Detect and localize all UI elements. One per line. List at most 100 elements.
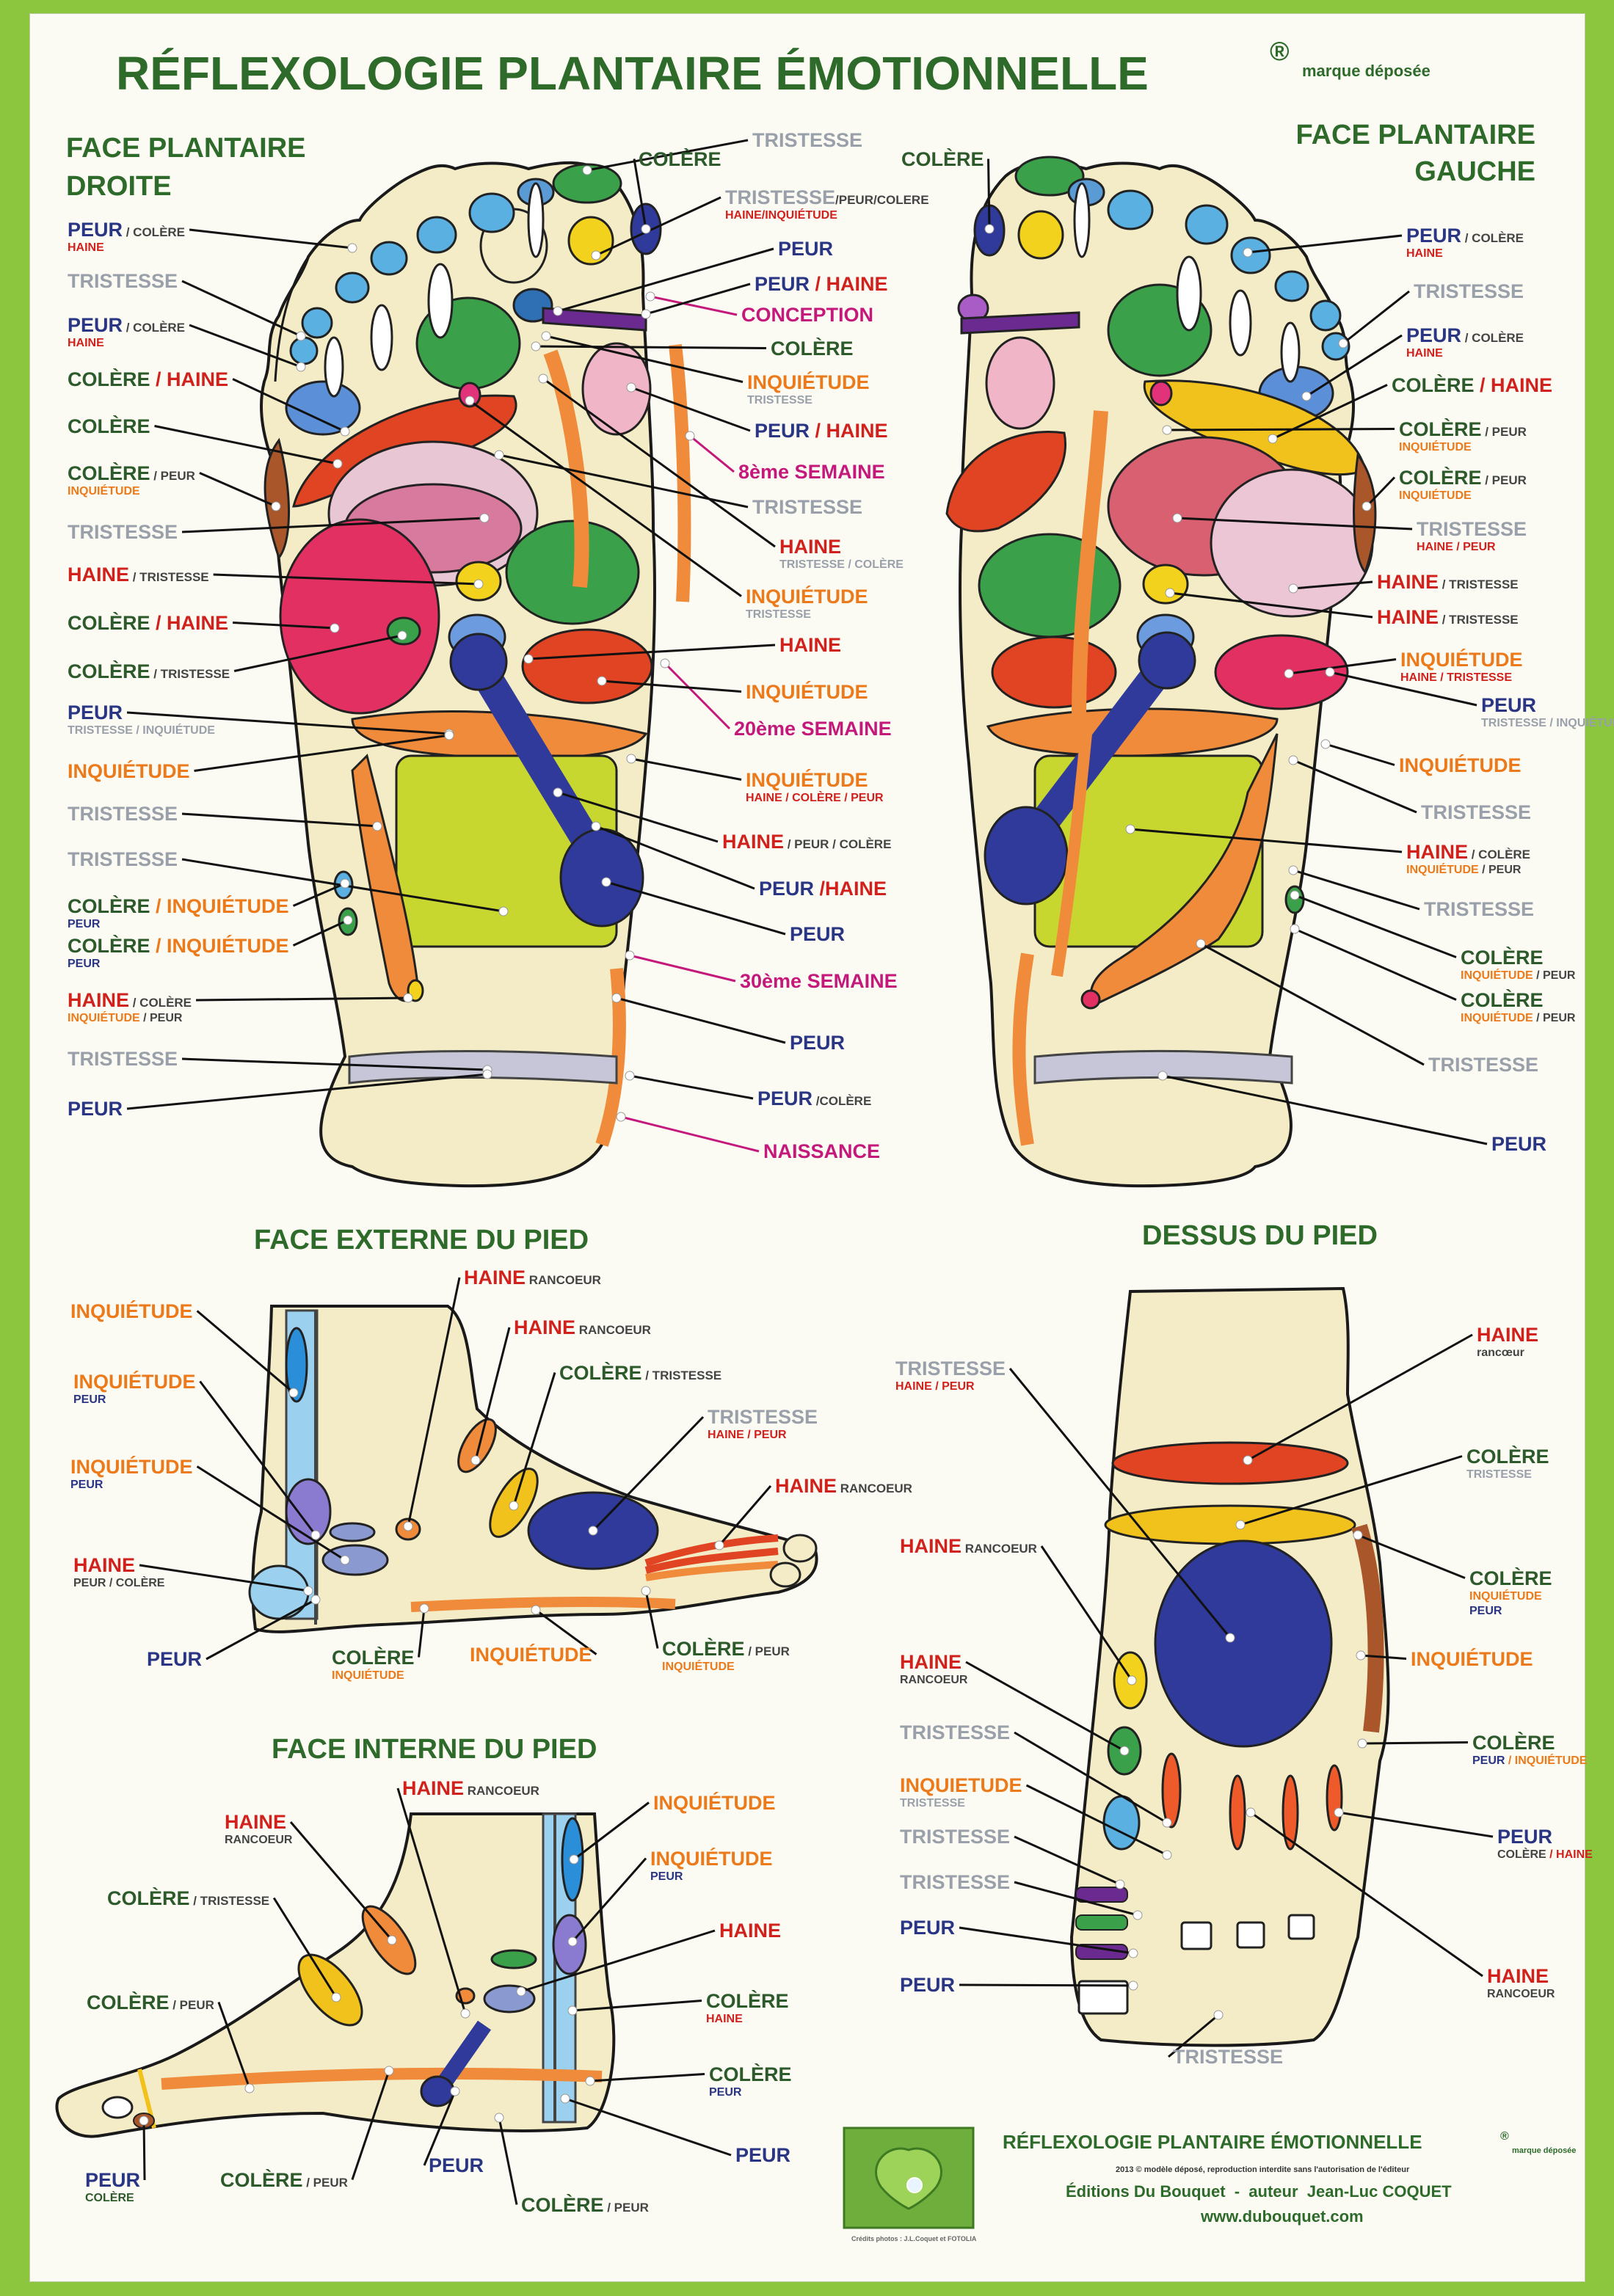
reflex-point	[473, 579, 484, 589]
label-primary: COLÈRE / PEUR	[68, 462, 195, 484]
label-secondary: INQUIÉTUDE / PEUR	[1461, 1010, 1576, 1024]
label-primary: 30ème SEMAINE	[740, 970, 898, 992]
leader-line	[1293, 580, 1373, 590]
reflex-point	[541, 331, 551, 341]
reflex-point	[1172, 513, 1182, 523]
label-segment: / TRISTESSE	[190, 1894, 270, 1908]
leader-line	[1014, 1881, 1138, 1917]
leader-line	[1338, 1811, 1494, 1838]
leader-line	[196, 1465, 346, 1561]
label-segment: INQUIÉTUDE	[746, 768, 868, 791]
leader-line	[571, 1857, 647, 1942]
leader-line	[1272, 384, 1388, 440]
label-secondary: RANCOEUR	[1487, 1988, 1555, 2000]
reflex-point	[591, 821, 601, 831]
label-segment: / TRISTESSE	[129, 570, 209, 584]
label-primary: COLÈRE / TRISTESSE	[559, 1361, 721, 1384]
label-segment: COLÈRE	[68, 894, 150, 917]
reflex-point	[601, 877, 611, 887]
label-segment: /COLÈRE	[813, 1094, 871, 1108]
label-segment: PEUR	[735, 2144, 790, 2166]
reflex-point	[567, 2005, 578, 2016]
label-primary: PEUR /COLÈRE	[757, 1087, 871, 1109]
label-primary: COLÈRE	[901, 147, 984, 170]
leader-line	[545, 335, 744, 383]
emotion-label: TRISTESSE	[1421, 801, 1531, 823]
emotion-label: TRISTESSE	[900, 1871, 1010, 1893]
label-primary: COLÈRE / TRISTESSE	[68, 660, 230, 682]
footer-mark: ®	[1500, 2130, 1509, 2143]
label-segment: 20ème SEMAINE	[734, 718, 892, 740]
label-segment: TRISTESSE	[746, 608, 811, 621]
reflex-point	[303, 1586, 313, 1596]
label-segment: INQUIÉTUDE	[746, 585, 868, 608]
label-segment: TRISTESSE	[1428, 1054, 1538, 1076]
label-segment: TRISTESSE	[1414, 280, 1524, 302]
label-segment: HAINE	[1406, 247, 1443, 260]
label-primary: INQUIÉTUDE	[746, 680, 868, 703]
label-primary: HAINE	[1487, 1965, 1549, 1987]
label-primary: TRISTESSE	[1421, 801, 1531, 823]
label-segment: / COLÈRE	[1461, 331, 1524, 345]
label-primary: INQUIÉTUDE	[1411, 1647, 1533, 1670]
leader-line	[181, 517, 485, 533]
leader-line	[520, 1929, 716, 1993]
leader-line	[630, 757, 742, 781]
reflex-point	[310, 1530, 321, 1540]
reflex-point	[340, 1555, 350, 1565]
label-segment: HAINE	[225, 1811, 286, 1833]
emotion-label: PEUR	[778, 238, 833, 260]
label-segment: PEUR	[790, 923, 845, 945]
leader-line	[1200, 942, 1425, 1066]
label-segment: PEUR	[650, 1870, 683, 1883]
reflex-point	[626, 754, 636, 764]
label-segment: INQUIÉTUDE	[662, 1659, 735, 1673]
label-segment: INQUIÉTUDE	[746, 680, 868, 703]
reflex-point	[1196, 939, 1206, 949]
reflex-point	[1320, 739, 1331, 749]
leader-line	[289, 1821, 393, 1941]
footer-website[interactable]: www.dubouquet.com	[1200, 2207, 1364, 2226]
leader-line	[512, 1372, 556, 1506]
label-segment: COLÈRE	[332, 1646, 415, 1669]
leader-line	[965, 1661, 1125, 1752]
leader-line	[154, 425, 338, 465]
label-secondary: COLÈRE	[85, 2190, 134, 2204]
label-segment: PEUR	[85, 2169, 140, 2191]
section-external: FACE EXTERNE DU PIED	[254, 1225, 589, 1255]
label-segment: / PEUR	[150, 469, 195, 483]
leader-line	[644, 1590, 659, 1649]
label-primary: COLÈRE / INQUIÉTUDE	[68, 934, 289, 957]
leader-line	[474, 1327, 511, 1461]
label-primary: HAINE	[779, 536, 841, 558]
external-foot-diagram	[248, 1305, 818, 1633]
label-segment: NAISSANCE	[763, 1140, 880, 1162]
reflex-point	[1115, 1879, 1125, 1889]
label-segment: PEUR	[147, 1648, 202, 1670]
label-segment: COLÈRE	[68, 415, 150, 437]
label-segment: HAINE	[1477, 1324, 1538, 1346]
emotion-label: TRISTESSE	[752, 496, 862, 518]
label-secondary: INQUIÉTUDE	[1399, 488, 1472, 502]
reflex-point	[1213, 2010, 1224, 2020]
label-segment: PEUR	[68, 701, 123, 724]
label-segment: PEUR	[73, 1393, 106, 1406]
label-segment: PEUR	[70, 1479, 103, 1491]
label-segment: / COLÈRE	[123, 321, 185, 335]
reflex-point	[1243, 1455, 1253, 1465]
emotion-label: PEUR /HAINE	[759, 878, 887, 900]
label-secondary: INQUIÉTUDE	[662, 1659, 735, 1673]
label-segment: / PEUR	[604, 2201, 649, 2215]
emotion-label: HAINE	[779, 634, 841, 656]
reflex-point	[1162, 1818, 1172, 1828]
label-primary: INQUIÉTUDE	[650, 1847, 773, 1870]
reflex-point	[582, 165, 592, 175]
right-toe-green-top	[552, 163, 622, 204]
leader-line	[1250, 1811, 1483, 1978]
